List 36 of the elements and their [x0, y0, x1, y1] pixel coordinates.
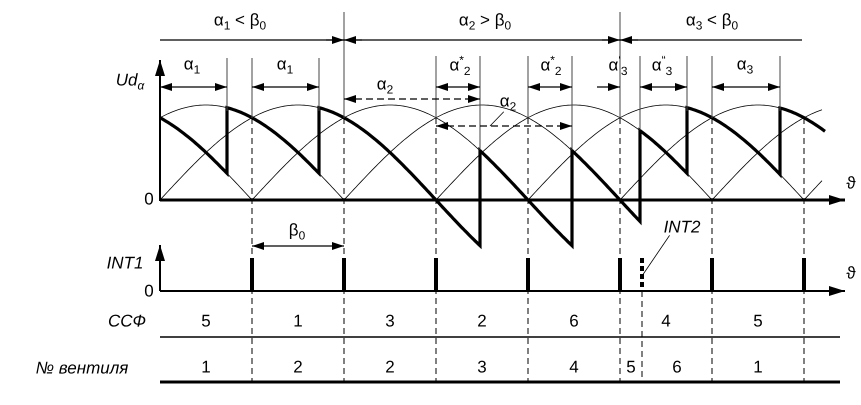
angle-label: α$_{3}$ < β$_{0}$ — [686, 11, 738, 33]
cell-value: 4 — [661, 312, 671, 332]
cell-value: 1 — [293, 312, 303, 332]
angle-label: α$_{2}$ — [500, 92, 516, 114]
cell-value: 2 — [385, 358, 395, 378]
row-label: ССФ — [108, 312, 146, 332]
angle-label: β$_{0}$ — [288, 221, 306, 243]
cell-value: 5 — [753, 312, 763, 332]
cell-value: 3 — [385, 312, 395, 332]
angle-label: α$_{1}$ — [276, 55, 294, 77]
cell-value: 6 — [672, 358, 682, 378]
cell-value: 5 — [626, 358, 636, 378]
axis-label: ϑ — [846, 264, 856, 284]
signal-label: INT2 — [664, 218, 700, 238]
axis-label: INT1 — [106, 254, 144, 274]
row-label: № вентиля — [36, 360, 128, 378]
axis-label: 0 — [144, 282, 154, 302]
axis-label: 0 — [144, 190, 154, 210]
cell-value: 3 — [477, 358, 487, 378]
cell-value: 5 — [201, 312, 211, 332]
leader-line — [490, 111, 504, 126]
angle-label: α$_{2}$ — [376, 75, 394, 97]
cell-value: 1 — [201, 358, 211, 378]
cell-value: 6 — [569, 312, 579, 332]
axis-label: ϑ — [846, 174, 856, 194]
leader-line — [642, 234, 670, 275]
axis-label: Ud$_{α}$ — [116, 71, 144, 93]
angle-label: α$_{2}$ > β$_{0}$ — [458, 11, 512, 33]
angle-label: α$_{3}$ — [736, 55, 754, 77]
angle-label: α$_{1}$ < β$_{0}$ — [214, 11, 266, 33]
cell-value: 2 — [293, 358, 303, 378]
cell-value: 1 — [753, 358, 763, 378]
dotted-pulse-mark — [640, 258, 644, 291]
cell-value: 2 — [477, 312, 487, 332]
cell-value: 4 — [569, 358, 579, 378]
angle-label: α$_{1}$ — [184, 55, 200, 77]
